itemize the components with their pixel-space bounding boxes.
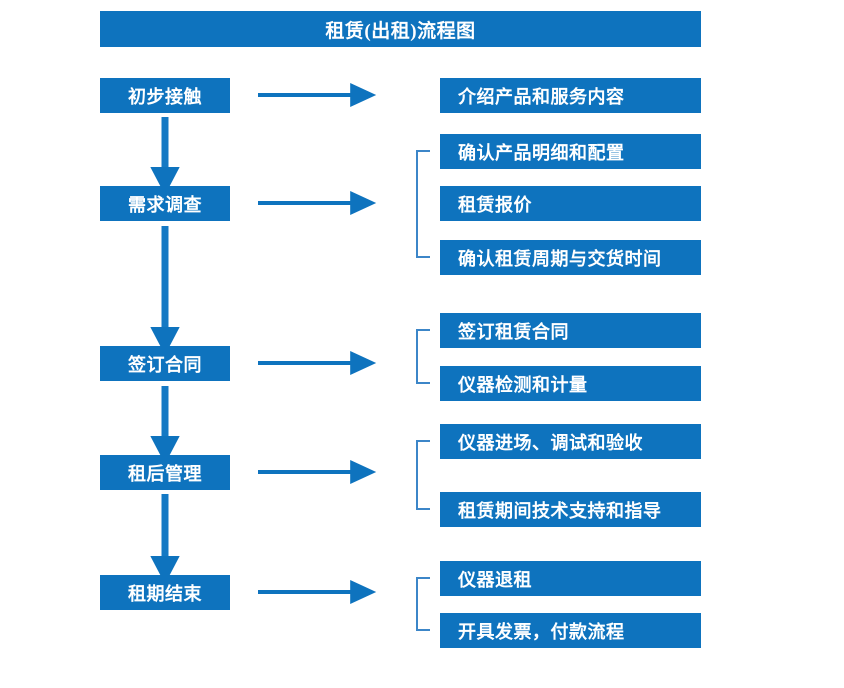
stage-box-3[interactable]: 签订合同	[100, 346, 230, 381]
detail-box-5[interactable]: 签订租赁合同	[440, 313, 701, 348]
stage-box-1[interactable]: 初步接触	[100, 78, 230, 113]
detail-box-3[interactable]: 租赁报价	[440, 186, 701, 221]
bracket-group-2	[416, 150, 430, 258]
group-brackets	[416, 150, 430, 631]
stage-box-5[interactable]: 租期结束	[100, 575, 230, 610]
bracket-group-4	[416, 440, 430, 510]
stage-box-4[interactable]: 租后管理	[100, 455, 230, 490]
detail-box-2[interactable]: 确认产品明细和配置	[440, 134, 701, 169]
detail-box-9[interactable]: 仪器退租	[440, 561, 701, 596]
detail-box-6[interactable]: 仪器检测和计量	[440, 366, 701, 401]
detail-box-1[interactable]: 介绍产品和服务内容	[440, 78, 701, 113]
detail-box-4[interactable]: 确认租赁周期与交货时间	[440, 240, 701, 275]
stage-box-2[interactable]: 需求调查	[100, 186, 230, 221]
horizontal-arrows	[258, 83, 377, 604]
bracket-group-5	[416, 577, 430, 631]
detail-box-10[interactable]: 开具发票，付款流程	[440, 613, 701, 648]
detail-box-8[interactable]: 租赁期间技术支持和指导	[440, 492, 701, 527]
bracket-group-3	[416, 329, 430, 384]
detail-box-7[interactable]: 仪器进场、调试和验收	[440, 424, 701, 459]
diagram-title: 租赁(出租)流程图	[100, 11, 701, 47]
